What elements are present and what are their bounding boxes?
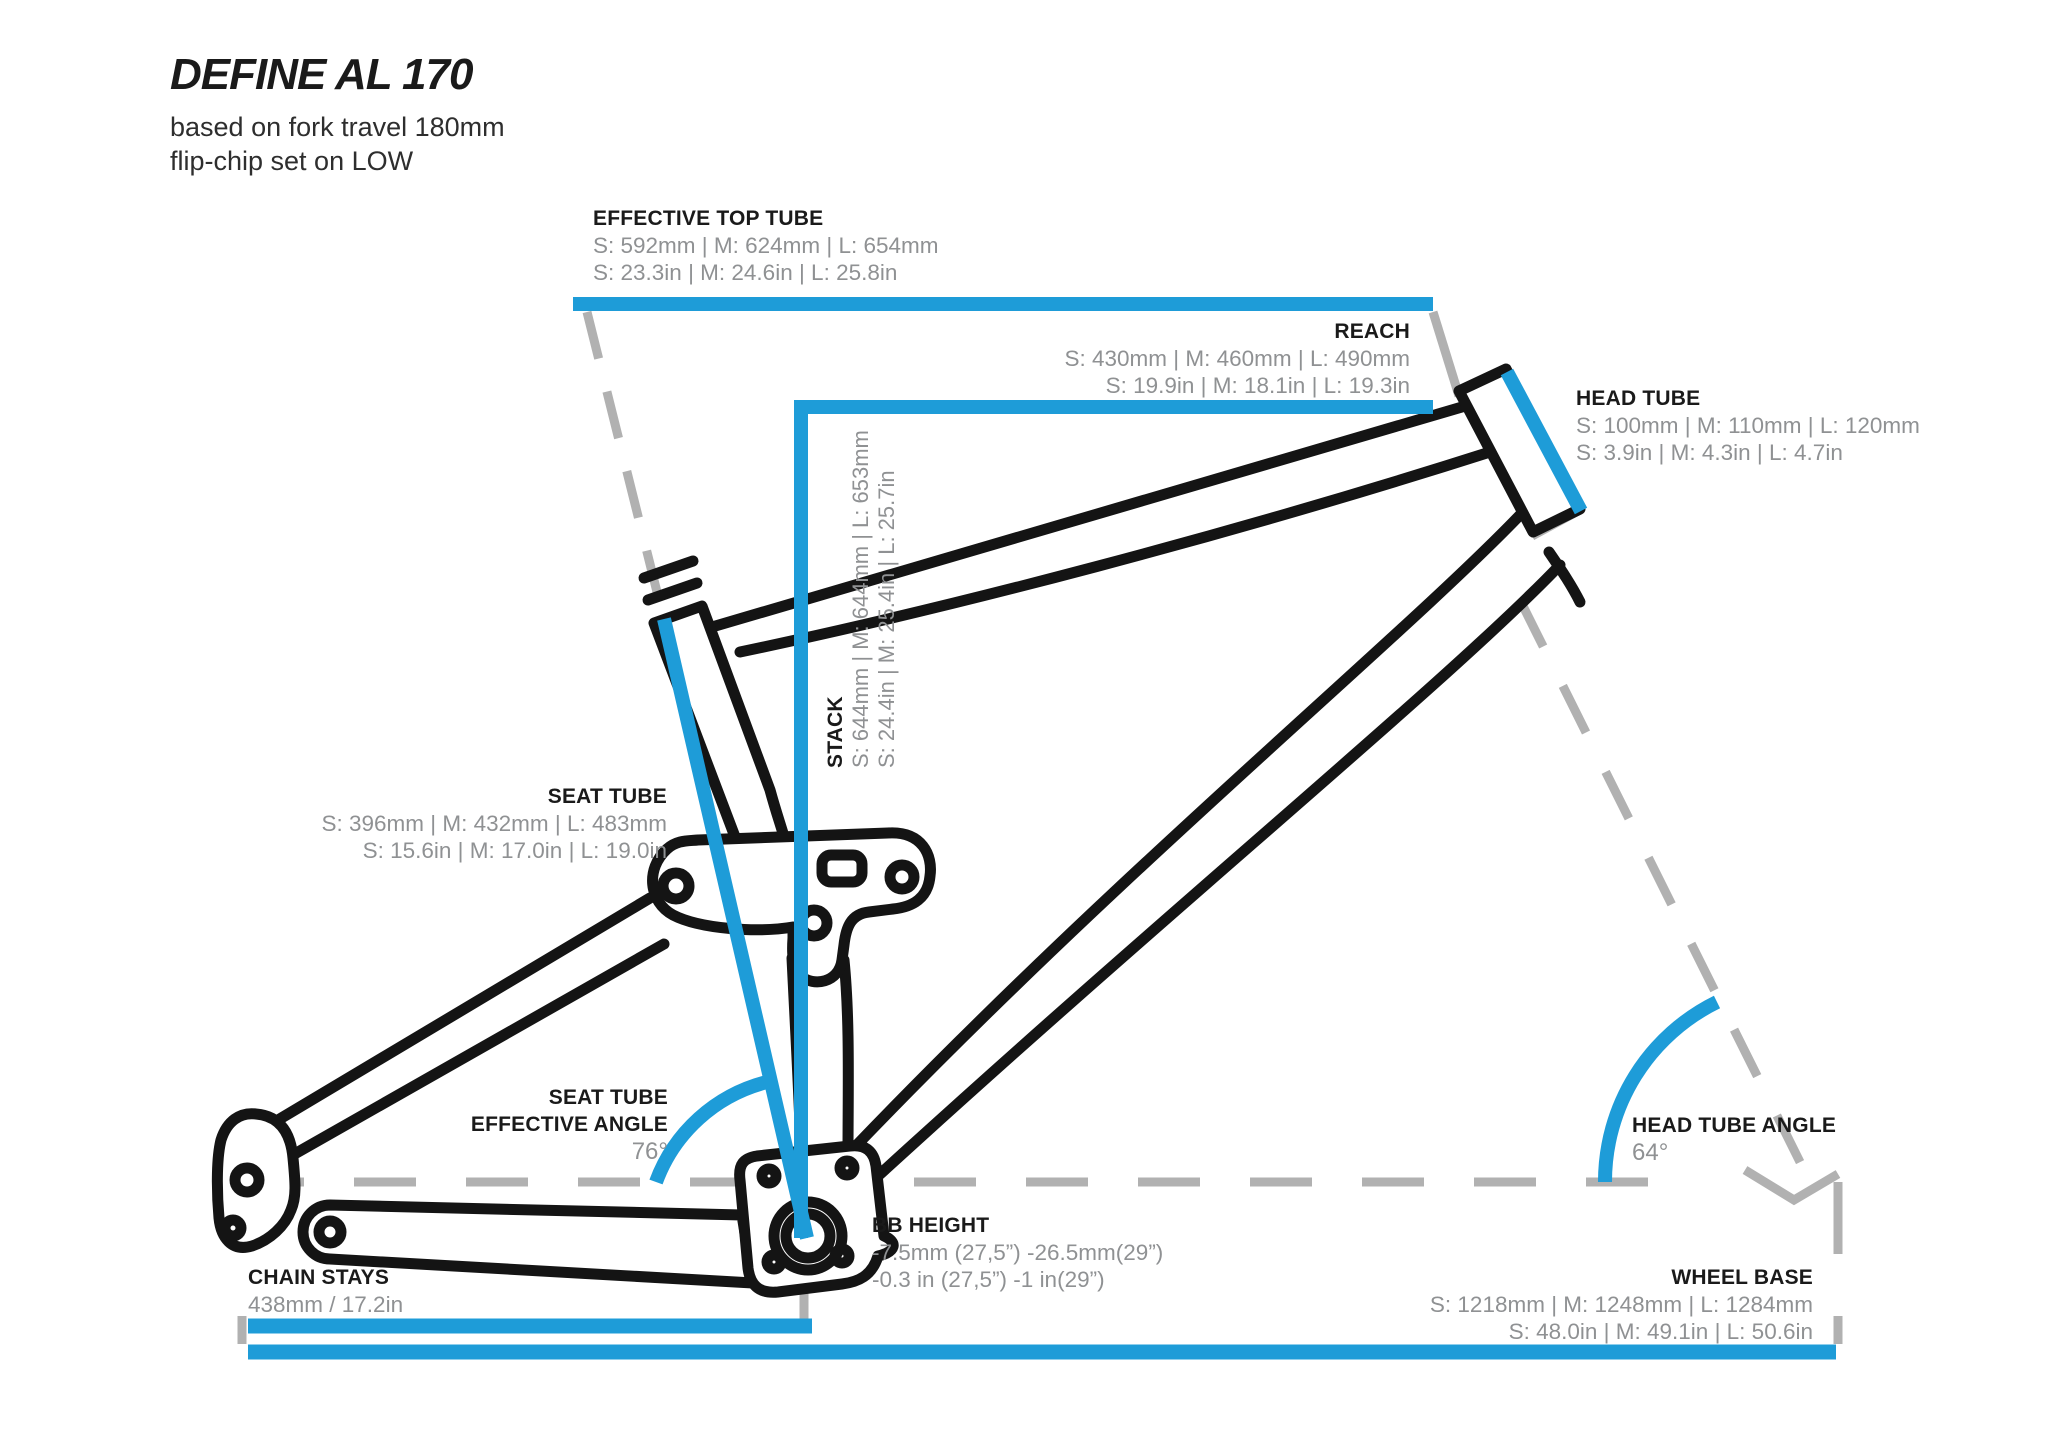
down-tube-upper-edge	[846, 508, 1527, 1156]
effective-top-tube-title: EFFECTIVE TOP TUBE	[593, 207, 824, 230]
head-tube-label: HEAD TUBE S: 100mm | M: 110mm | L: 120mm…	[1576, 385, 1920, 466]
stack-label: STACK S: 644mm | M: 644mm | L: 653mm S: …	[824, 428, 900, 768]
stack-in: S: 24.4in | M: 25.4in | L: 25.7in	[874, 470, 899, 768]
bb-height-label: BB HEIGHT -7.5mm (27,5”) -26.5mm(29”) -0…	[872, 1212, 1163, 1293]
wheel-base-mm: S: 1218mm | M: 1248mm | L: 1284mm	[1429, 1292, 1813, 1317]
wheel-base-label: WHEEL BASE S: 1218mm | M: 1248mm | L: 12…	[1430, 1264, 1813, 1345]
stack-mm: S: 644mm | M: 644mm | L: 653mm	[848, 430, 873, 768]
frame-outline	[211, 363, 1586, 1298]
chain-stay-plate	[297, 1199, 759, 1289]
bb-bolt-3	[761, 1249, 787, 1275]
seat-tube-label: SEAT TUBE S: 396mm | M: 432mm | L: 483mm…	[321, 783, 667, 864]
rocker-cutout	[816, 849, 868, 888]
reach-mm: S: 430mm | M: 460mm | L: 490mm	[1064, 346, 1410, 371]
seat-clamp-line-2	[638, 555, 699, 584]
rocker-pivot-right	[884, 859, 920, 895]
title-block: DEFINE AL 170 based on fork travel 180mm…	[170, 50, 505, 178]
effective-top-tube-mm: S: 592mm | M: 624mm | L: 654mm	[593, 233, 939, 258]
seat-tube-effective-angle-title-1: SEAT TUBE	[548, 1086, 668, 1109]
chain-stays-value: 438mm / 17.2in	[248, 1292, 404, 1317]
subtitle-line-2: flip-chip set on LOW	[170, 146, 414, 176]
head-tube-in: S: 3.9in | M: 4.3in | L: 4.7in	[1576, 440, 1843, 465]
steer-axis-dashed-line	[1515, 597, 1807, 1169]
reach-label: REACH S: 430mm | M: 460mm | L: 490mm S: …	[1064, 318, 1410, 399]
chain-stays-title: CHAIN STAYS	[248, 1266, 390, 1289]
reach-in: S: 19.9in | M: 18.1in | L: 19.3in	[1105, 373, 1410, 398]
effective-top-tube-label: EFFECTIVE TOP TUBE S: 592mm | M: 624mm |…	[593, 205, 939, 286]
seat-stay-upper-edge	[262, 892, 656, 1132]
stack-title: STACK	[824, 696, 847, 768]
bb-height-in: -0.3 in (27,5”) -1 in(29”)	[872, 1267, 1105, 1292]
seat-tube-angle-arc	[649, 1075, 769, 1185]
measurement-marks	[248, 297, 1836, 1360]
seat-tube-title: SEAT TUBE	[547, 785, 667, 808]
bb-bolt-2	[834, 1155, 860, 1181]
seat-strut-right-edge	[838, 954, 854, 1158]
head-tube-bar	[1500, 368, 1588, 515]
seat-tube-angle-line	[657, 617, 814, 1240]
title-subtitle: based on fork travel 180mm flip-chip set…	[170, 110, 505, 178]
wheel-base-title: WHEEL BASE	[1671, 1266, 1813, 1289]
steer-axis-top-tick	[1428, 310, 1464, 398]
head-tube-angle-value: 64°	[1632, 1139, 1669, 1166]
head-tube-mm: S: 100mm | M: 110mm | L: 120mm	[1576, 413, 1920, 438]
chain-stay-pivot	[313, 1215, 347, 1249]
seat-tube-effective-angle-title-2: EFFECTIVE ANGLE	[470, 1113, 668, 1136]
rocker-pivot-left	[657, 867, 695, 905]
bb-height-mm: -7.5mm (27,5”) -26.5mm(29”)	[872, 1240, 1164, 1265]
chain-stays-label: CHAIN STAYS 438mm / 17.2in	[248, 1264, 403, 1318]
front-axle-arrow	[1742, 1166, 1841, 1206]
bb-bolt-1	[756, 1163, 782, 1189]
subtitle-line-1: based on fork travel 180mm	[170, 112, 505, 142]
top-tube-upper-edge	[706, 401, 1468, 633]
head-tube-angle-arc	[1597, 995, 1721, 1183]
head-tube-angle-title: HEAD TUBE ANGLE	[1632, 1114, 1837, 1137]
page-title: DEFINE AL 170	[170, 50, 473, 99]
fork-crown-stub	[1543, 546, 1586, 608]
seat-tube-effective-angle-value: 76°	[631, 1138, 668, 1165]
brake-mount-hole	[219, 1214, 247, 1242]
bb-bolt-4	[829, 1243, 855, 1269]
seat-clamp-line-1	[642, 577, 703, 606]
seat-tube-in: S: 15.6in | M: 17.0in | L: 19.0in	[362, 838, 667, 863]
rocker-link-plate	[647, 827, 936, 988]
head-tube-angle-label: HEAD TUBE ANGLE 64°	[1632, 1112, 1836, 1167]
seat-tube-effective-angle-label: SEAT TUBE EFFECTIVE ANGLE 76°	[471, 1084, 668, 1166]
reach-title: REACH	[1334, 320, 1410, 343]
effective-top-tube-in: S: 23.3in | M: 24.6in | L: 25.8in	[593, 260, 898, 285]
rear-axle-hole	[229, 1162, 265, 1198]
bb-height-title: BB HEIGHT	[872, 1214, 990, 1237]
seat-tube-mm: S: 396mm | M: 432mm | L: 483mm	[321, 811, 667, 836]
down-tube-lower-edge	[872, 559, 1566, 1182]
seat-axis-extension-dashed-line	[582, 310, 668, 618]
head-tube-title: HEAD TUBE	[1576, 387, 1701, 410]
seat-stay-lower-edge	[271, 938, 670, 1170]
top-tube-lower-edge	[734, 446, 1496, 658]
wheel-base-in: S: 48.0in | M: 49.1in | L: 50.6in	[1508, 1319, 1813, 1344]
